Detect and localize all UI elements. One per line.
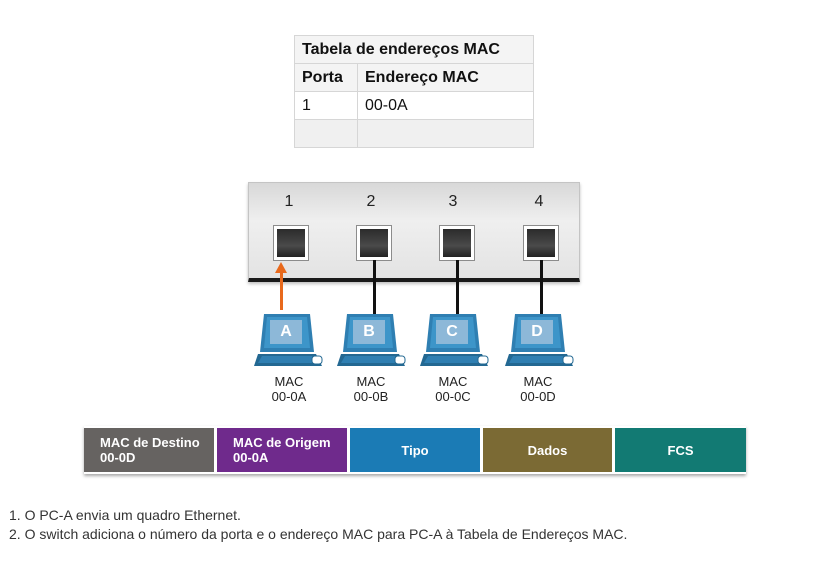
mac-label-value: 00-0D [520, 389, 556, 404]
mac-table-title: Tabela de endereços MAC [294, 35, 534, 64]
cable-pc-b [373, 260, 376, 318]
mac-label-value: 00-0A [271, 389, 307, 404]
frame-field-type: Tipo [350, 428, 480, 472]
pc-label: D [521, 320, 553, 344]
mac-table-cell-port: 1 [294, 91, 358, 120]
port-number-1: 1 [284, 193, 294, 210]
step-item: 1. O PC-A envia um quadro Ethernet. [9, 507, 241, 523]
pc-label: C [436, 320, 468, 344]
switch-port-3 [439, 225, 475, 261]
mac-label-value: 00-0B [353, 389, 389, 404]
mac-address-table: Tabela de endereços MAC Porta Endereço M… [294, 35, 534, 148]
mac-table-row: 1 00-0A [294, 91, 534, 120]
source-mac-value: 00-0A [233, 450, 269, 465]
cable-pc-c [456, 260, 459, 318]
ethernet-frame: MAC de Destino 00-0D MAC de Origem 00-0A… [84, 426, 746, 474]
dest-mac-title: MAC de Destino [100, 435, 200, 450]
pc-c-mac-label: MAC 00-0C [413, 374, 493, 404]
frame-field-dest-mac: MAC de Destino 00-0D [84, 428, 214, 472]
pc-c: C [420, 312, 490, 374]
step-item: 2. O switch adiciona o número da porta e… [9, 526, 628, 542]
pc-b: B [337, 312, 407, 374]
pc-a: A [254, 312, 324, 374]
pc-label: A [270, 320, 302, 344]
port-number-4: 4 [534, 193, 544, 210]
switch-port-4 [523, 225, 559, 261]
frame-field-source-mac: MAC de Origem 00-0A [217, 428, 347, 472]
pc-d-mac-label: MAC 00-0D [498, 374, 578, 404]
cable-pc-d [540, 260, 543, 318]
step-list: 1. O PC-A envia um quadro Ethernet. 2. O… [9, 506, 627, 544]
pc-d: D [505, 312, 575, 374]
mac-table-empty-cell [357, 119, 534, 148]
mac-label-title: MAC [356, 374, 386, 389]
frame-field-data: Dados [483, 428, 612, 472]
port-number-3: 3 [448, 193, 458, 210]
mac-label-value: 00-0C [435, 389, 471, 404]
pc-a-mac-label: MAC 00-0A [249, 374, 329, 404]
mac-label-title: MAC [523, 374, 553, 389]
mac-table-header-port: Porta [294, 63, 358, 92]
dest-mac-value: 00-0D [100, 450, 136, 465]
mac-label-title: MAC [274, 374, 304, 389]
pc-b-mac-label: MAC 00-0B [331, 374, 411, 404]
frame-field-fcs: FCS [615, 428, 746, 472]
mac-table-cell-mac: 00-0A [357, 91, 534, 120]
mac-table-empty-cell [294, 119, 358, 148]
mac-label-title: MAC [438, 374, 468, 389]
pc-label: B [353, 320, 385, 344]
arrow-head-icon [275, 262, 287, 273]
port-number-2: 2 [366, 193, 376, 210]
mac-table-header-mac: Endereço MAC [357, 63, 534, 92]
switch-port-2 [356, 225, 392, 261]
mac-table-empty-row [294, 119, 534, 148]
frame-direction-arrow [280, 270, 283, 310]
source-mac-title: MAC de Origem [233, 435, 331, 450]
switch-port-1 [273, 225, 309, 261]
